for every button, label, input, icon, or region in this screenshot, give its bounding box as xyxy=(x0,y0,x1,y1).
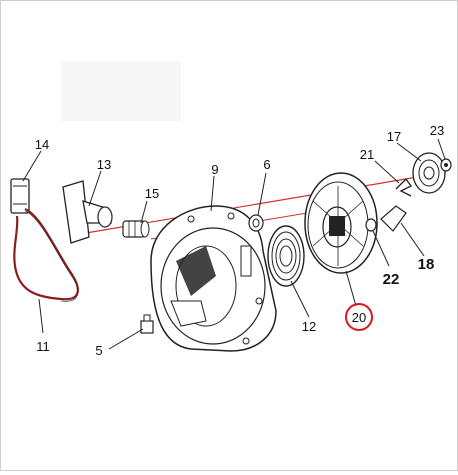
part-9-housing xyxy=(150,205,277,352)
callout-11: 11 xyxy=(36,339,50,354)
part-12-spring xyxy=(267,225,305,287)
callout-14: 14 xyxy=(35,137,49,152)
part-21-clip xyxy=(395,177,412,197)
callout-12: 12 xyxy=(302,319,316,334)
callout-5: 5 xyxy=(95,343,102,358)
callout-13: 13 xyxy=(97,157,111,172)
part-11-rope xyxy=(13,207,79,301)
callout-20: 20 xyxy=(352,310,366,325)
leader-lines xyxy=(22,138,446,350)
part-15-bushing xyxy=(122,220,150,238)
part-14-grip xyxy=(10,178,30,214)
part-11-rope-outline xyxy=(24,210,79,302)
callout-23: 23 xyxy=(430,123,444,138)
background-smudge xyxy=(61,61,181,121)
part-5-bolt xyxy=(140,314,154,334)
part-17-friction-plate xyxy=(412,152,446,194)
callout-17: 17 xyxy=(387,129,401,144)
callout-21: 21 xyxy=(360,147,374,162)
callout-9: 9 xyxy=(211,162,218,177)
part-6-washer xyxy=(248,214,264,232)
part-18-pawl xyxy=(380,205,407,232)
callout-18: 18 xyxy=(418,256,435,273)
part-23-screw xyxy=(440,158,452,172)
callout-22: 22 xyxy=(383,271,400,288)
part-22-ring xyxy=(365,218,377,232)
part-20-pulley xyxy=(304,172,378,274)
part-13-t-handle xyxy=(62,180,113,244)
callout-15: 15 xyxy=(145,186,159,201)
highlight-ring xyxy=(345,303,373,331)
callout-6: 6 xyxy=(263,157,270,172)
